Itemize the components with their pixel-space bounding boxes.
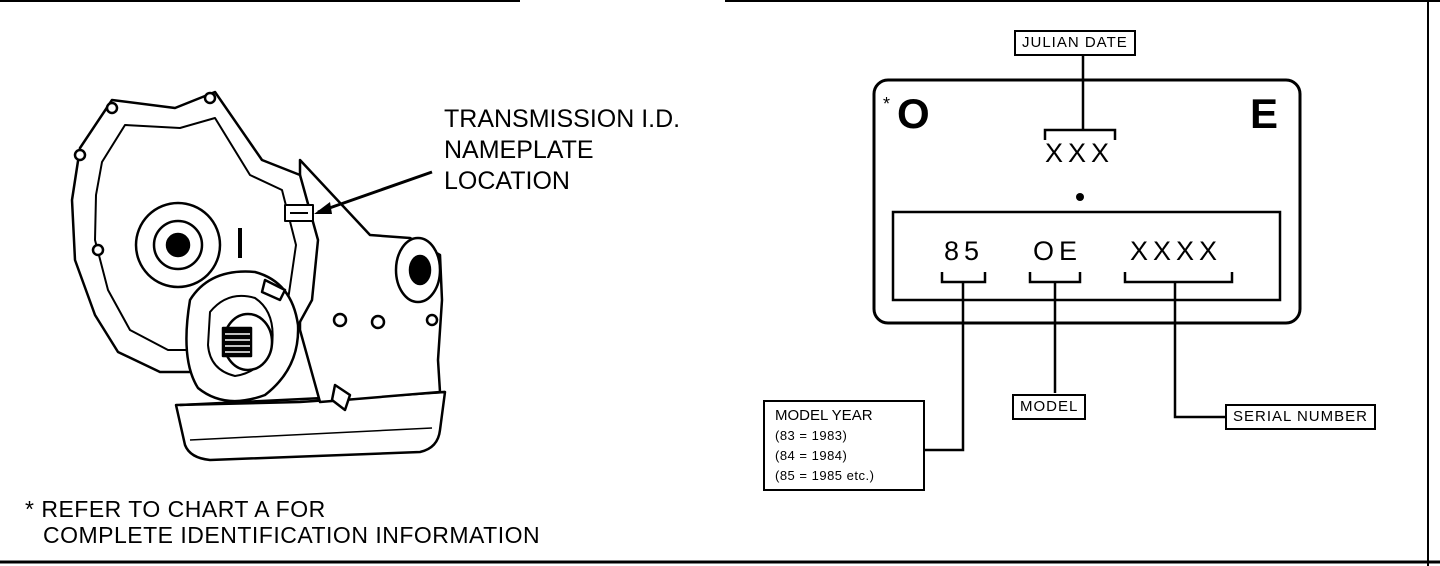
callout-line-1: TRANSMISSION I.D. [444, 105, 681, 133]
footnote-line-1: * REFER TO CHART A FOR [25, 496, 326, 522]
callout-pointer-line [317, 170, 433, 214]
nameplate-left-letter: O [897, 90, 930, 137]
serial-code: XXXX [1130, 236, 1223, 266]
julian-code: XXX [1045, 138, 1115, 168]
callout-text: TRANSMISSION I.D. NAMEPLATE LOCATION [444, 104, 680, 197]
year-code: 85 [944, 236, 985, 266]
model-year-line-2: (84 = 1984) [775, 448, 848, 463]
model-year-title: MODEL YEAR [775, 407, 873, 424]
julian-date-label: JULIAN DATE [1014, 30, 1136, 56]
footnote-line-2: COMPLETE IDENTIFICATION INFORMATION [43, 522, 541, 548]
model-label: MODEL [1012, 394, 1087, 420]
footnote: * REFER TO CHART A FOR COMPLETE IDENTIFI… [25, 496, 540, 548]
model-year-legend: MODEL YEAR (83 = 1983) (84 = 1984) (85 =… [763, 400, 925, 491]
callout-line-3: LOCATION [444, 167, 570, 195]
model-year-line-3: (85 = 1985 etc.) [775, 468, 875, 483]
model-year-line-1: (83 = 1983) [775, 428, 848, 443]
transmission-illustration [70, 90, 447, 462]
nameplate-right-letter: E [1250, 90, 1279, 137]
model-code: OE [1033, 236, 1083, 266]
nameplate-asterisk: * [883, 94, 891, 114]
nameplate-code-panel [891, 210, 1282, 302]
serial-number-label: SERIAL NUMBER [1225, 404, 1376, 430]
callout-line-2: NAMEPLATE [444, 136, 594, 164]
